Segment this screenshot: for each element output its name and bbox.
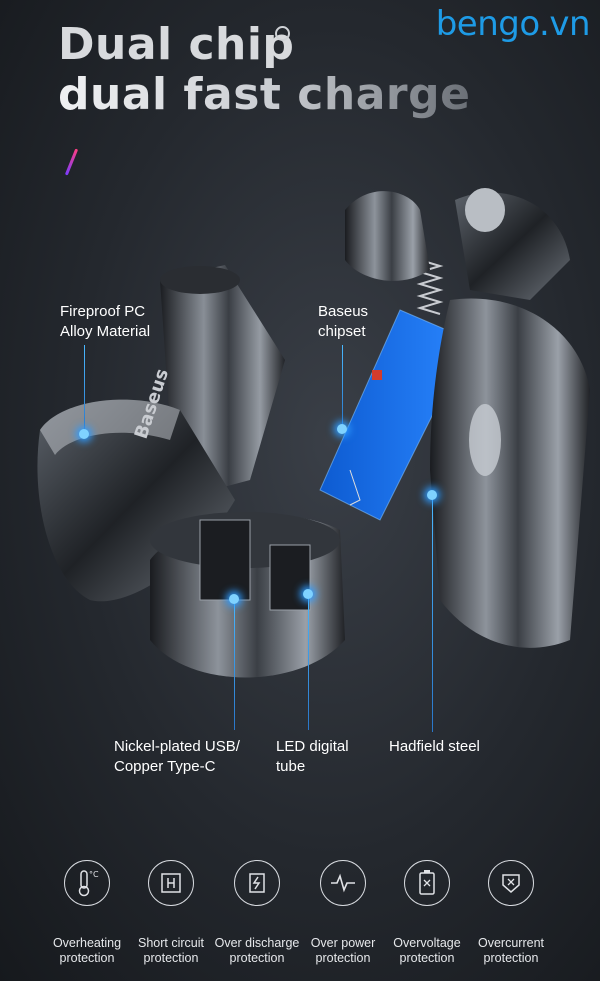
callout-dot-steel bbox=[427, 490, 437, 500]
callout-chipset-line-1: Baseus bbox=[318, 303, 369, 320]
callout-dot-fireproof bbox=[79, 429, 89, 439]
callout-fireproof: Fireproof PC Alloy Material bbox=[60, 302, 150, 342]
callout-usb: Nickel-plated USB/ Copper Type-C bbox=[114, 737, 240, 777]
leader-line-fireproof bbox=[84, 345, 85, 433]
protection-line-2: protection bbox=[59, 951, 115, 965]
protection-line-2: protection bbox=[315, 951, 371, 965]
protection-line-2: protection bbox=[483, 951, 539, 965]
usb-housing bbox=[150, 512, 345, 678]
callout-usb-line-1: Nickel-plated USB/ bbox=[114, 738, 240, 755]
degree-ring-decoration bbox=[275, 26, 290, 41]
protection-line-2: protection bbox=[143, 951, 199, 965]
callout-dot-usb bbox=[229, 594, 239, 604]
protection-line-1: Short circuit bbox=[138, 936, 204, 950]
short-circuit-icon bbox=[148, 860, 194, 906]
callout-fireproof-line-1: Fireproof PC bbox=[60, 303, 146, 320]
callout-chipset: Baseus chipset bbox=[318, 302, 368, 342]
thermometer-icon: °C bbox=[64, 860, 110, 906]
protection-line-1: Overcurrent bbox=[478, 936, 544, 950]
protection-line-1: Over discharge bbox=[214, 936, 300, 950]
callout-led: LED digital tube bbox=[276, 737, 349, 777]
over-discharge-icon bbox=[234, 860, 280, 906]
headline-line-2: dual fast charge bbox=[58, 69, 471, 120]
callout-led-line-2: tube bbox=[276, 758, 306, 775]
overcurrent-icon bbox=[488, 860, 534, 906]
protection-line-1: Overheating bbox=[52, 936, 122, 950]
callout-fireproof-line-2: Alloy Material bbox=[60, 323, 151, 340]
callout-steel: Hadfield steel bbox=[389, 737, 480, 757]
svg-text:°C: °C bbox=[89, 870, 99, 879]
callout-dot-led bbox=[303, 589, 313, 599]
leader-line-steel bbox=[432, 496, 433, 732]
spring bbox=[416, 259, 444, 315]
leader-line-chipset bbox=[342, 345, 343, 427]
brand-logo[interactable]: bengo.vn bbox=[435, 4, 591, 44]
protection-line-2: protection bbox=[229, 951, 285, 965]
callout-dot-chipset bbox=[337, 424, 347, 434]
pulse-icon bbox=[320, 860, 366, 906]
protection-line-2: protection bbox=[399, 951, 455, 965]
callout-chipset-line-2: chipset bbox=[318, 323, 366, 340]
battery-icon bbox=[404, 860, 450, 906]
callout-led-line-1: LED digital bbox=[276, 738, 349, 755]
leader-line-led bbox=[308, 595, 309, 730]
callout-steel-line-1: Hadfield steel bbox=[389, 738, 480, 755]
headline: Dual chip dual fast charge bbox=[58, 20, 470, 120]
protection-line-1: Over power bbox=[310, 936, 376, 950]
protection-line-1: Overvoltage bbox=[393, 936, 461, 950]
leader-line-usb bbox=[234, 600, 235, 730]
right-shell-top bbox=[345, 188, 570, 300]
headline-line-1: Dual chip bbox=[58, 19, 295, 70]
callout-usb-line-2: Copper Type-C bbox=[114, 758, 216, 775]
car-charger-exploded-image: Baseus bbox=[37, 188, 590, 678]
right-barrel-shell bbox=[430, 298, 590, 648]
